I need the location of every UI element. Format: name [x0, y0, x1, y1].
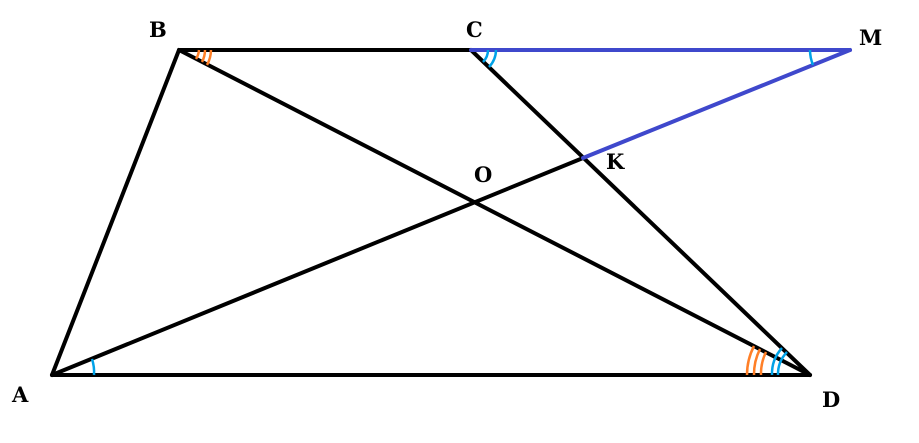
angle-mark-D-3 [759, 351, 768, 376]
angle-mark-D-2 [776, 351, 788, 376]
angle-mark-B-2 [200, 49, 207, 63]
angle-mark-D-4 [752, 348, 762, 376]
label-D: D [822, 387, 840, 412]
blue-segments [469, 48, 852, 160]
angle-mark-D-5 [745, 345, 756, 376]
angle-mark-B-1 [194, 49, 201, 60]
label-A: A [11, 382, 29, 407]
segment-AK [50, 156, 585, 377]
label-M: M [859, 25, 882, 50]
label-K: K [606, 149, 625, 174]
point-labels: A B C D M O K [11, 17, 882, 412]
orange-angle-marks [194, 49, 768, 376]
black-segments [50, 48, 812, 377]
segment-CD [469, 48, 812, 377]
label-O: O [474, 162, 492, 187]
angle-mark-A [90, 358, 96, 376]
angle-mark-D-1 [770, 347, 783, 376]
segment-KM [581, 48, 852, 160]
angle-mark-M [808, 49, 815, 66]
segment-AB [50, 48, 181, 377]
angle-mark-C-1 [482, 49, 490, 63]
label-C: C [466, 17, 483, 42]
label-B: B [149, 17, 167, 42]
cyan-angle-marks [90, 49, 815, 376]
angle-mark-C-2 [488, 49, 498, 68]
angle-mark-B-3 [205, 49, 213, 66]
diagonal-BD [177, 48, 812, 377]
